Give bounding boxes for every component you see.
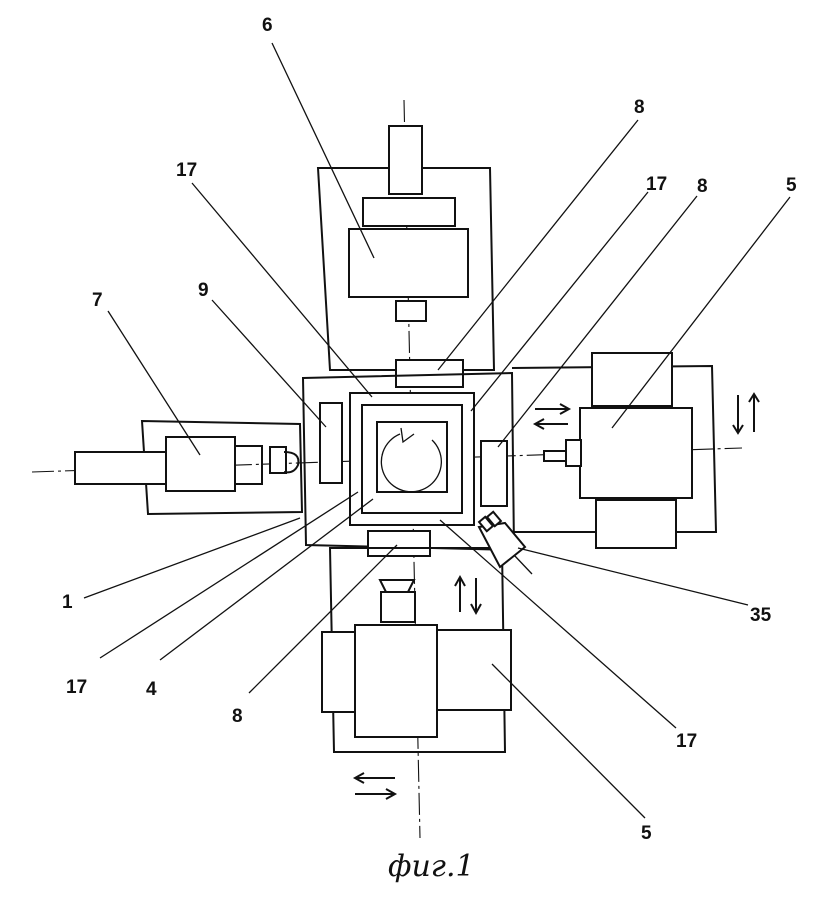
label-35: 35 bbox=[750, 605, 772, 626]
leader-lines bbox=[83, 42, 791, 819]
label-17-top-right: 17 bbox=[646, 174, 667, 195]
label-17-bottom-right: 17 bbox=[676, 731, 697, 752]
label-17-top-left: 17 bbox=[176, 160, 197, 181]
label-4: 4 bbox=[146, 679, 157, 700]
top-unit bbox=[316, 125, 496, 388]
bottom-unit bbox=[321, 547, 512, 753]
motion-arrows bbox=[352, 392, 760, 800]
figure-caption: фиг.1 bbox=[388, 849, 475, 884]
central-bed bbox=[301, 371, 516, 557]
left-unit bbox=[74, 419, 304, 516]
label-8-bottom: 8 bbox=[232, 706, 243, 727]
label-8-top: 8 bbox=[634, 97, 645, 118]
right-unit bbox=[511, 352, 718, 549]
label-8-right: 8 bbox=[697, 176, 708, 197]
label-9: 9 bbox=[198, 280, 209, 301]
label-5-bottom: 5 bbox=[641, 823, 652, 844]
label-7: 7 bbox=[92, 290, 103, 311]
label-5-right: 5 bbox=[786, 175, 797, 196]
label-6: 6 bbox=[262, 15, 273, 36]
label-17-bottom-left: 17 bbox=[66, 677, 87, 698]
label-1: 1 bbox=[62, 592, 73, 613]
sensor-35 bbox=[477, 510, 533, 575]
